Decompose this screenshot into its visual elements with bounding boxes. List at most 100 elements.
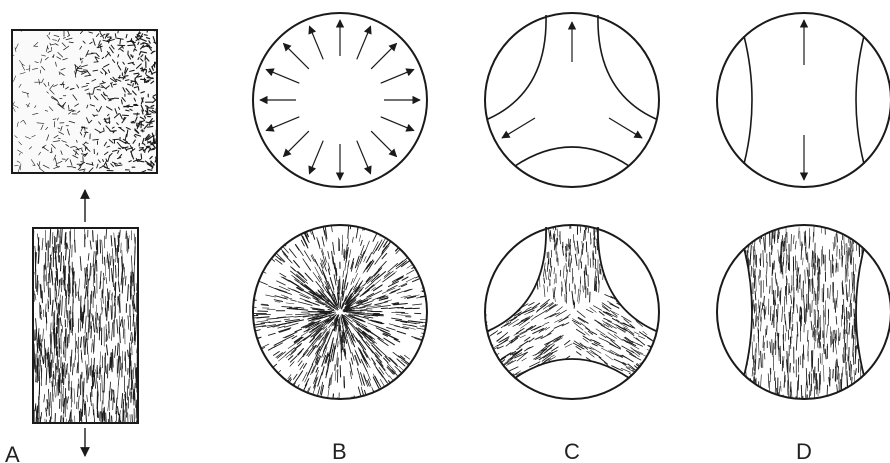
- fiber-stroke: [801, 385, 802, 399]
- fiber-stroke: [568, 260, 569, 266]
- fiber-stroke: [497, 383, 506, 387]
- fiber-stroke: [511, 216, 512, 228]
- fiber-stroke: [110, 83, 112, 84]
- fiber-stroke: [480, 344, 486, 347]
- fiber-stroke: [607, 341, 616, 347]
- fiber-stroke: [503, 397, 515, 403]
- fiber-stroke: [645, 390, 654, 395]
- fiber-stroke: [544, 397, 556, 403]
- fiber-stroke: [118, 240, 119, 252]
- fiber-stroke: [791, 295, 792, 304]
- fiber-stroke: [604, 398, 615, 404]
- fiber-stroke: [549, 269, 550, 279]
- fiber-stroke: [594, 238, 595, 247]
- fiber-stroke: [396, 315, 410, 316]
- fiber-stroke: [132, 415, 133, 426]
- fiber-stroke: [723, 369, 724, 377]
- fiber-stroke: [292, 388, 296, 396]
- fiber-stroke: [373, 315, 380, 316]
- fiber-stroke: [527, 396, 534, 399]
- fiber-stroke: [525, 397, 535, 402]
- fiber-stroke: [570, 215, 571, 229]
- fiber-stroke: [78, 319, 79, 333]
- fiber-stroke: [645, 383, 656, 388]
- fiber-stroke: [624, 328, 634, 335]
- fiber-stroke: [635, 399, 643, 404]
- fiber-stroke: [328, 263, 330, 269]
- fiber-stroke: [644, 368, 651, 372]
- fiber-stroke: [755, 269, 756, 286]
- fiber-stroke: [122, 317, 123, 328]
- fiber-stroke: [557, 229, 558, 237]
- fiber-stroke: [807, 254, 808, 262]
- fiber-stroke: [291, 300, 297, 302]
- fiber-stroke: [50, 370, 51, 378]
- fiber-stroke: [753, 246, 754, 260]
- fiber-stroke: [497, 235, 498, 247]
- fiber-stroke: [626, 219, 627, 226]
- radial-arrow: [266, 117, 299, 131]
- fiber-stroke: [295, 344, 302, 349]
- fiber-stroke: [836, 316, 837, 324]
- fiber-stroke: [798, 375, 799, 390]
- fiber-stroke: [294, 337, 303, 343]
- fiber-stroke: [348, 225, 349, 238]
- fiber-stroke: [413, 279, 419, 282]
- fiber-stroke: [492, 226, 493, 235]
- fiber-stroke: [621, 225, 622, 238]
- fiber-stroke: [819, 286, 820, 300]
- fiber-stroke: [137, 125, 138, 129]
- fiber-stroke: [489, 373, 494, 376]
- fiber-stroke: [881, 226, 882, 239]
- fiber-stroke: [505, 391, 515, 397]
- fiber-stroke: [38, 238, 39, 251]
- panel-a-aligned-fibers: [33, 228, 138, 443]
- radial-arrow: [381, 69, 414, 83]
- fiber-stroke: [782, 307, 783, 322]
- fiber-stroke: [77, 140, 78, 142]
- fiber-stroke: [566, 270, 567, 284]
- fiber-stroke: [578, 317, 588, 323]
- fiber-stroke: [475, 267, 486, 274]
- fiber-stroke: [650, 395, 654, 398]
- fiber-stroke: [658, 284, 662, 287]
- fiber-stroke: [111, 256, 112, 265]
- fiber-stroke: [333, 398, 334, 407]
- fiber-stroke: [850, 248, 851, 263]
- fiber-stroke: [876, 377, 877, 394]
- fiber-stroke: [725, 390, 726, 400]
- fiber-stroke: [791, 234, 792, 251]
- fiber-stroke: [658, 276, 666, 282]
- fiber-stroke: [503, 396, 510, 399]
- fiber-stroke: [351, 278, 353, 284]
- fiber-stroke: [850, 361, 851, 377]
- fiber-stroke: [483, 387, 496, 393]
- fiber-stroke: [242, 319, 254, 320]
- fiber-stroke: [283, 333, 294, 338]
- fiber-stroke: [46, 312, 47, 323]
- fiber-stroke: [586, 309, 593, 312]
- panel-label-d: D: [796, 439, 812, 463]
- fiber-stroke: [274, 300, 282, 302]
- fiber-stroke: [623, 222, 624, 234]
- fiber-stroke: [753, 319, 754, 329]
- fiber-stroke: [740, 236, 741, 254]
- radial-arrow: [283, 131, 309, 157]
- fiber-stroke: [277, 352, 285, 358]
- fiber-stroke: [846, 308, 847, 324]
- panel-c-top-right-arc: [598, 15, 656, 119]
- fiber-stroke: [387, 327, 396, 330]
- fiber-stroke: [113, 84, 116, 85]
- fiber-stroke: [148, 126, 153, 127]
- fiber-stroke: [813, 263, 814, 271]
- fiber-stroke: [638, 336, 644, 339]
- fiber-stroke: [604, 400, 614, 405]
- fiber-stroke: [760, 375, 761, 393]
- fiber-stroke: [305, 273, 310, 279]
- fiber-stroke: [847, 333, 848, 350]
- fiber-stroke: [267, 318, 279, 319]
- fiber-stroke: [859, 383, 860, 398]
- fiber-stroke: [753, 268, 754, 278]
- fiber-stroke: [566, 264, 567, 272]
- fiber-stroke: [868, 394, 869, 402]
